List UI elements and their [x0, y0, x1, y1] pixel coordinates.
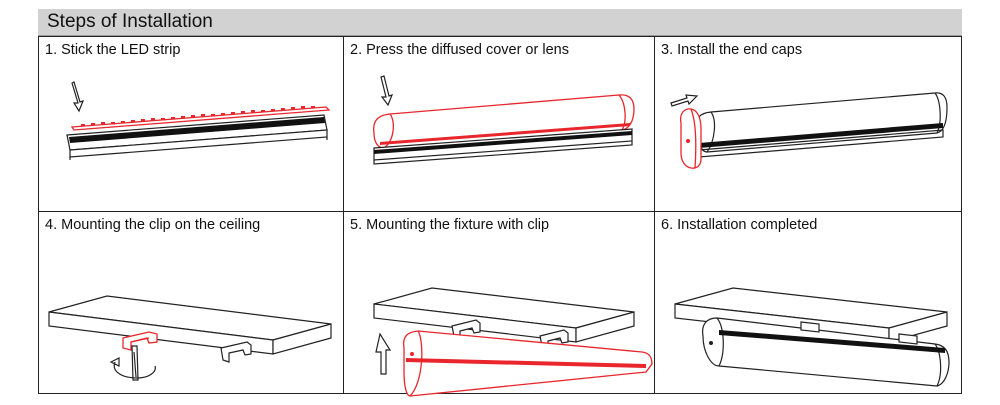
step-1-illustration [66, 81, 331, 160]
section-title: Steps of Installation [47, 11, 213, 32]
fixture-body [696, 92, 948, 158]
end-cap [679, 108, 702, 169]
step-4-illustration [48, 295, 332, 381]
grid-divider [654, 37, 655, 393]
aluminum-profile [66, 114, 328, 160]
step-caption: 2. Press the diffused cover or lens [350, 42, 569, 58]
step-caption: 4. Mounting the clip on the ceiling [45, 217, 261, 233]
aluminum-profile [373, 128, 633, 165]
mounting-clip [800, 321, 820, 333]
step-6-illustration [674, 287, 950, 387]
step-3-illustration [670, 92, 948, 169]
screwdriver-icon [131, 345, 139, 381]
up-arrow-icon [375, 332, 392, 375]
mounting-clip [122, 331, 158, 351]
step-5-panel: 5. Mounting the fixture with clip [344, 212, 654, 397]
step-5-illustration [373, 287, 653, 397]
step-caption: 6. Installation completed [661, 217, 818, 233]
section-header: Steps of Installation [38, 9, 962, 36]
step-caption: 5. Mounting the fixture with clip [350, 217, 550, 233]
step-3-panel: 3. Install the end caps [655, 37, 961, 211]
step-caption: 1. Stick the LED strip [45, 42, 181, 58]
step-1-panel: 1. Stick the LED strip [39, 37, 343, 211]
fixture-body [702, 317, 950, 387]
step-4-panel: 4. Mounting the clip on the ceiling [39, 212, 343, 394]
mounting-clip [220, 341, 252, 363]
step-caption: 3. Install the end caps [661, 42, 803, 58]
grid-divider [39, 211, 961, 212]
step-2-panel: 2. Press the diffused cover or lens [344, 37, 654, 211]
step-2-illustration [373, 75, 635, 165]
diffused-cover [373, 94, 635, 149]
down-arrow-icon [71, 81, 85, 113]
ceiling-panel [48, 295, 332, 355]
fixture-body [402, 330, 653, 397]
down-arrow-icon [380, 75, 394, 107]
rotate-icon [109, 357, 156, 379]
installation-steps-grid: 1. Stick the LED strip [38, 36, 962, 397]
step-6-panel: 6. Installation completed [655, 212, 961, 394]
mounting-clip [898, 333, 918, 345]
grid-divider [343, 37, 344, 393]
led-strip [70, 106, 331, 131]
right-arrow-icon [670, 94, 699, 107]
